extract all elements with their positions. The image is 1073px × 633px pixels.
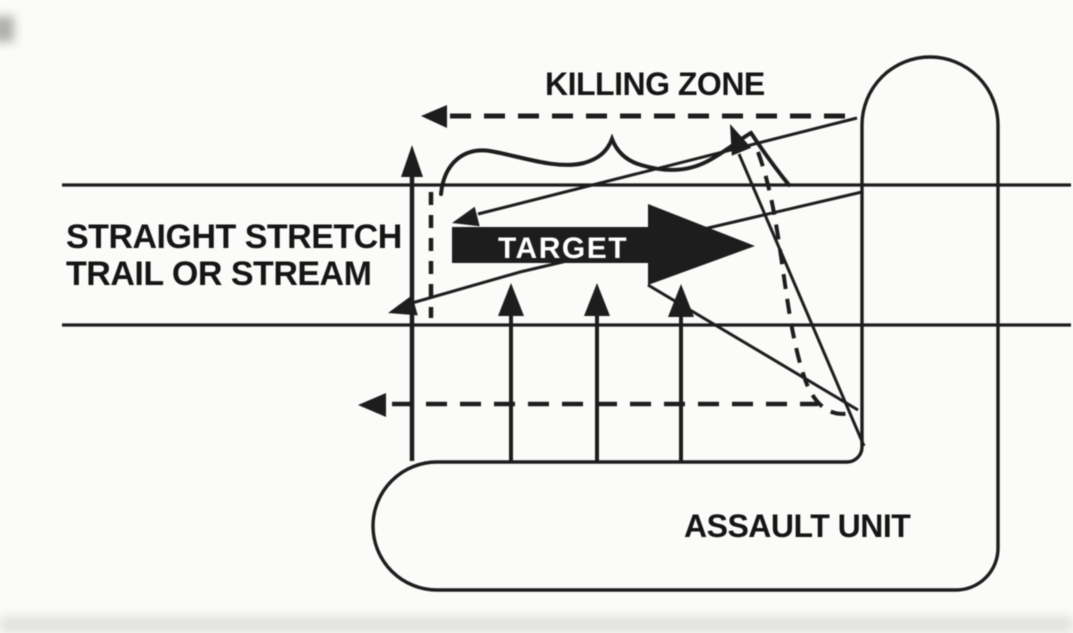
trail-label-line2: TRAIL OR STREAM: [66, 255, 371, 293]
killing-zone-upper-left-arrowhead-icon: [421, 105, 447, 128]
assault-unit-label: ASSAULT UNIT: [684, 508, 911, 544]
flank-fire-line-up: [737, 153, 866, 447]
assault-unit-position-outline: [371, 55, 1000, 592]
target-label: TARGET: [498, 232, 628, 265]
killing-zone-brace: [439, 130, 791, 196]
scan-artifact-bottom-band: [0, 616, 1073, 633]
killing-zone-label: KILLING ZONE: [545, 66, 765, 102]
fire-line-to-target-head: [477, 116, 858, 216]
assault-fire-arrow-1-head-icon: [498, 283, 524, 316]
trail-label-line1: STRAIGHT STRETCH: [66, 218, 402, 256]
fire-at-target-head-arrowhead-icon: [452, 206, 480, 227]
killing-zone-right-dashed-boundary: [756, 151, 855, 416]
assault-fire-arrow-2-head-icon: [584, 283, 610, 316]
fire-line-under-target: [397, 190, 863, 309]
assault-fire-arrow-3-head-icon: [668, 284, 694, 317]
killing-zone-lower-left-arrowhead-icon: [358, 393, 386, 417]
flank-fire-up-arrowhead-icon: [730, 124, 752, 156]
scan-artifact-smudge: [0, 16, 14, 42]
security-fire-arrowhead-icon: [401, 145, 423, 177]
target-direction-arrow: [452, 204, 755, 285]
